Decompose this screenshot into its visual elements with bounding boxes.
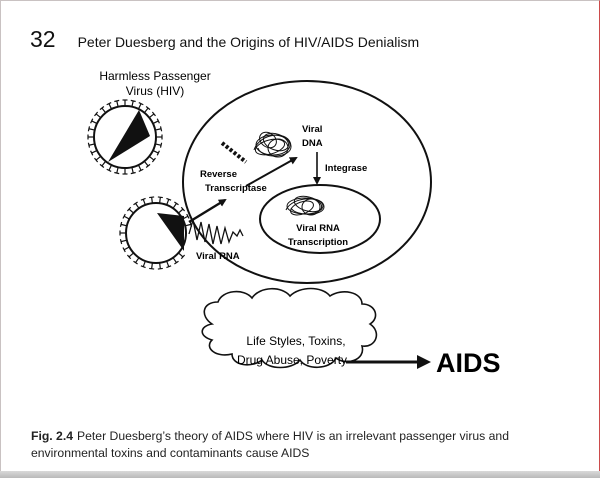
passenger-label-line1: Harmless Passenger bbox=[99, 69, 210, 83]
transcription-line2: Transcription bbox=[288, 237, 348, 248]
nucleus-dna-scribble bbox=[285, 195, 325, 216]
viral-dna-line2: DNA bbox=[302, 138, 323, 149]
cloud-line2: Drug Abuse, Poverty bbox=[237, 353, 347, 367]
environment-cloud bbox=[201, 287, 378, 369]
cloud-line1: Life Styles, Toxins, bbox=[246, 334, 345, 348]
viral-dna-scribble bbox=[253, 131, 292, 158]
caption-label: Fig. 2.4 bbox=[31, 429, 73, 443]
viral-rna-zigzag bbox=[188, 219, 244, 245]
virus-particle-lower bbox=[119, 196, 193, 270]
integrase-label: Integrase bbox=[325, 163, 367, 174]
running-title: Peter Duesberg and the Origins of HIV/AI… bbox=[77, 34, 420, 50]
viral-rna-label: Viral RNA bbox=[196, 251, 240, 262]
virus-particle-upper bbox=[87, 99, 163, 175]
aids-label: AIDS bbox=[436, 348, 501, 378]
page-number: 32 bbox=[30, 26, 56, 52]
viewer-bottom-edge bbox=[0, 471, 600, 478]
viral-dna-line1: Viral bbox=[302, 124, 322, 135]
virus-spikes-upper bbox=[87, 99, 163, 175]
rt-arrow bbox=[245, 157, 298, 187]
reverse-transcriptase-line1: Reverse bbox=[200, 169, 237, 180]
page-header: 32 Peter Duesberg and the Origins of HIV… bbox=[30, 26, 419, 53]
dna-strand-dashes bbox=[220, 141, 248, 164]
figure-diagram: Harmless Passenger Virus (HIV) Viral RNA… bbox=[87, 69, 501, 378]
reverse-transcriptase-line2: Transcriptase bbox=[205, 183, 267, 194]
passenger-label-line2: Virus (HIV) bbox=[126, 84, 184, 98]
entry-arrow bbox=[188, 198, 227, 224]
transcription-line1: Viral RNA bbox=[296, 223, 340, 234]
caption-text: Peter Duesberg’s theory of AIDS where HI… bbox=[31, 429, 509, 460]
